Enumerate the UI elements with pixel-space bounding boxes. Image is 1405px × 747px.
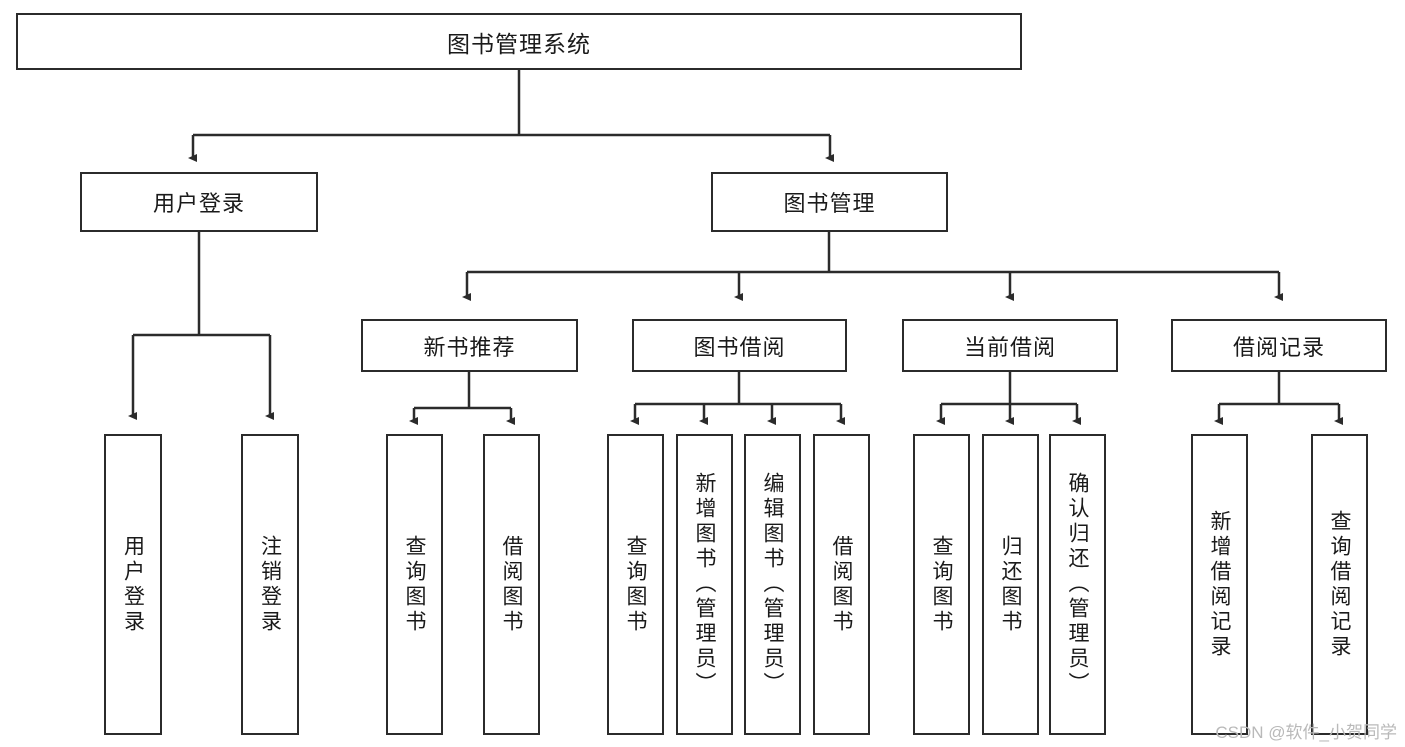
watermark-text: CSDN @软件_小贺同学 [1215, 723, 1397, 742]
leaf-current-confirm-return-admin[interactable]: 确认归还（管理员） [1049, 434, 1106, 735]
leaf-record-add-record[interactable]: 新增借阅记录 [1191, 434, 1248, 735]
node-label: 图书管理系统 [447, 30, 591, 57]
node-label: 注销登录 [258, 534, 282, 635]
leaf-current-query-book[interactable]: 查询图书 [913, 434, 970, 735]
node-book-borrow[interactable]: 图书借阅 [632, 319, 847, 372]
node-label: 确认归还（管理员） [1066, 472, 1089, 697]
node-label: 新增借阅记录 [1208, 509, 1231, 660]
leaf-borrow-add-book-admin[interactable]: 新增图书（管理员） [676, 434, 733, 735]
node-borrow-record[interactable]: 借阅记录 [1171, 319, 1387, 372]
node-label: 借阅图书 [500, 534, 523, 635]
leaf-record-query-record[interactable]: 查询借阅记录 [1311, 434, 1368, 735]
node-label: 新增图书（管理员） [693, 472, 716, 697]
node-label: 借阅图书 [830, 534, 853, 635]
node-label: 图书借阅 [693, 334, 786, 360]
node-label: 查询图书 [624, 534, 647, 635]
node-label: 用户登录 [121, 534, 145, 635]
leaf-user-login[interactable]: 用户登录 [104, 434, 162, 735]
node-label: 图书管理 [783, 191, 876, 216]
leaf-recommend-query-book[interactable]: 查询图书 [386, 434, 443, 735]
node-label: 查询图书 [403, 534, 426, 635]
leaf-borrow-edit-book-admin[interactable]: 编辑图书（管理员） [744, 434, 801, 735]
node-current-borrow[interactable]: 当前借阅 [902, 319, 1118, 372]
node-label: 归还图书 [999, 534, 1022, 635]
leaf-current-return-book[interactable]: 归还图书 [982, 434, 1039, 735]
node-book-management[interactable]: 图书管理 [711, 172, 948, 232]
node-new-book-recommend[interactable]: 新书推荐 [361, 319, 578, 372]
node-label: 借阅记录 [1232, 334, 1325, 360]
node-label: 编辑图书（管理员） [761, 472, 784, 697]
leaf-borrow-query-book[interactable]: 查询图书 [607, 434, 664, 735]
node-root-system[interactable]: 图书管理系统 [16, 13, 1022, 70]
node-label: 当前借阅 [963, 334, 1056, 360]
leaf-user-logout[interactable]: 注销登录 [241, 434, 299, 735]
node-label: 新书推荐 [423, 334, 516, 360]
node-label: 查询图书 [930, 534, 953, 635]
leaf-recommend-borrow-book[interactable]: 借阅图书 [483, 434, 540, 735]
leaf-borrow-borrow-book[interactable]: 借阅图书 [813, 434, 870, 735]
node-label: 查询借阅记录 [1328, 509, 1351, 660]
node-user-login[interactable]: 用户登录 [80, 172, 318, 232]
node-label: 用户登录 [152, 191, 245, 216]
